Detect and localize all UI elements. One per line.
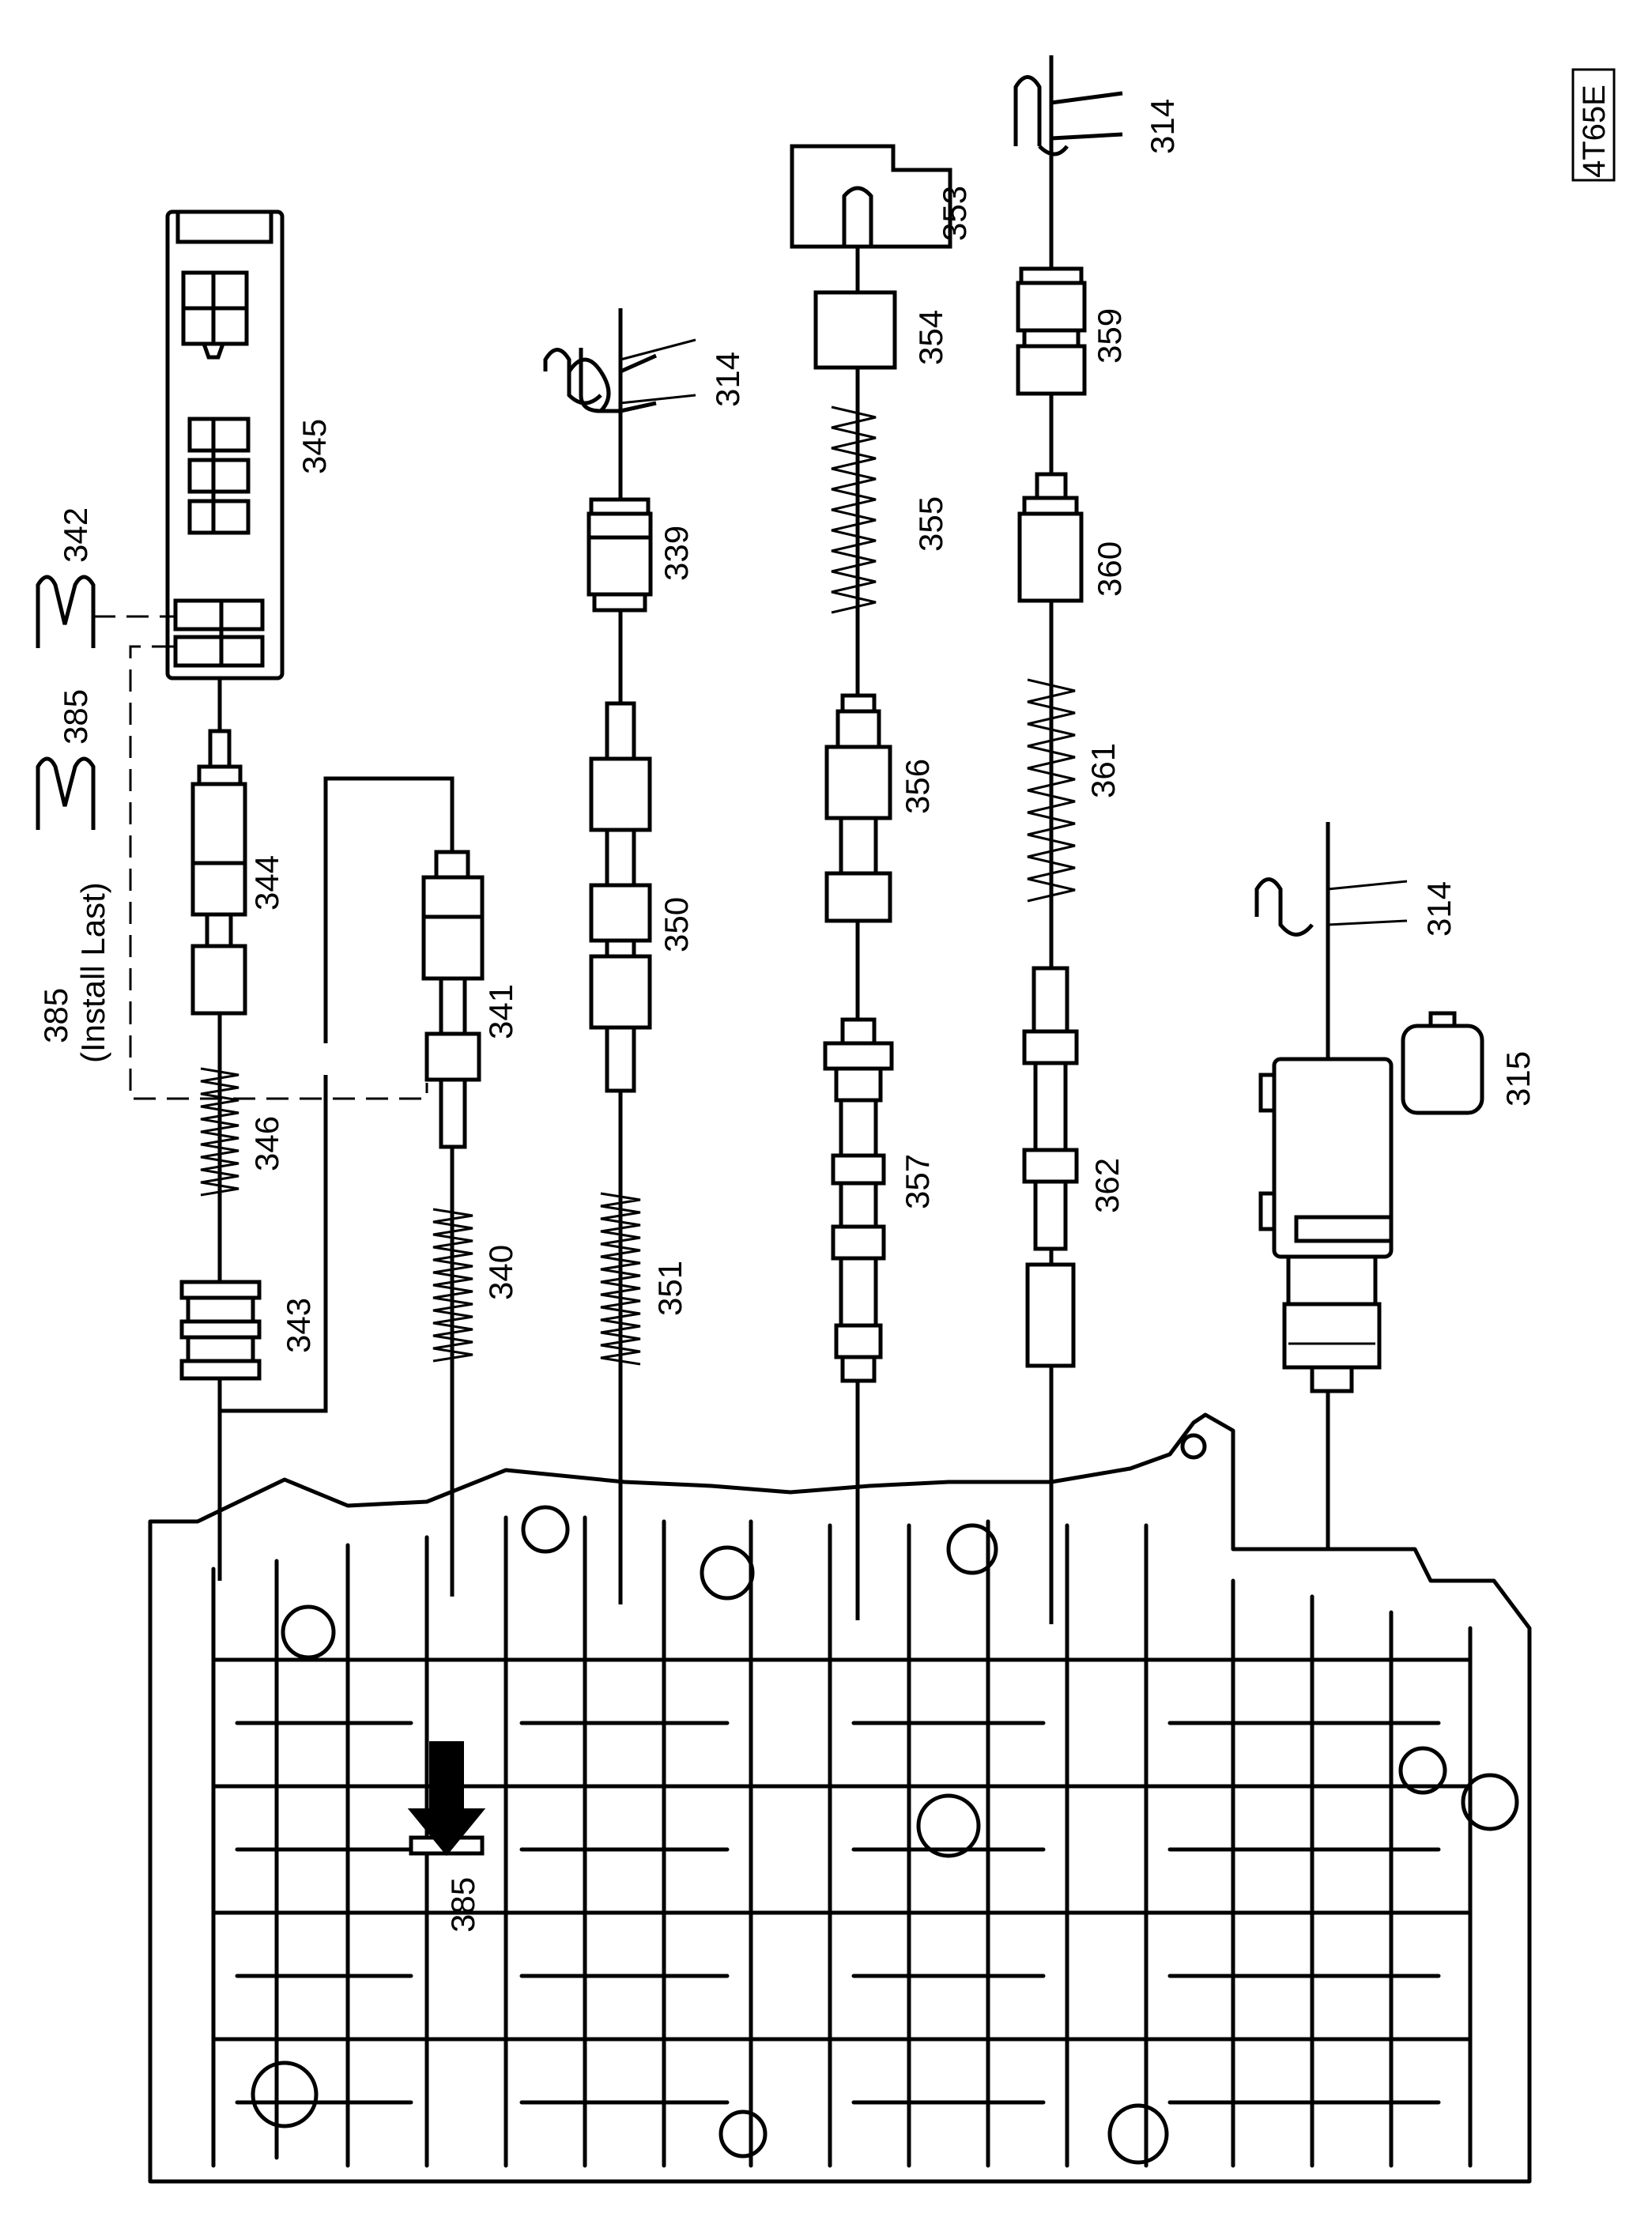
model-tag: 4T65E: [1571, 68, 1616, 182]
label-360: 360: [1091, 541, 1128, 597]
label-342: 342: [57, 507, 94, 563]
valve-assembly-341: [421, 850, 485, 1597]
clip-385-top: [36, 645, 428, 1100]
valve-assembly-362: [1013, 55, 1123, 1624]
spring-361: [1027, 678, 1076, 903]
label-359: 359: [1091, 308, 1128, 364]
label-343: 343: [280, 1298, 317, 1353]
spring-346: [200, 1067, 240, 1197]
label-314-b: 314: [1144, 99, 1181, 154]
label-350: 350: [658, 897, 695, 952]
label-351: 351: [651, 1261, 688, 1316]
clip-314-a: [543, 338, 696, 405]
label-340: 340: [482, 1245, 519, 1300]
spring-355: [831, 405, 877, 614]
valve-assembly-345: [165, 209, 454, 1581]
label-385-left: 385: [37, 988, 74, 1043]
solenoid-315: [1258, 1011, 1484, 1393]
label-361: 361: [1084, 743, 1122, 798]
spring-340: [432, 1208, 473, 1363]
label-356: 356: [899, 759, 936, 814]
label-315: 315: [1499, 1051, 1537, 1107]
valve-assembly-350: [567, 308, 658, 1604]
label-385-top: 385: [57, 689, 94, 745]
label-345: 345: [296, 419, 333, 474]
spring-351: [600, 1192, 641, 1366]
label-354: 354: [912, 310, 949, 365]
label-362: 362: [1088, 1158, 1126, 1213]
label-357: 357: [899, 1154, 936, 1209]
valve-assembly-357: [790, 144, 952, 1620]
model-tag-text: 4T65E: [1577, 85, 1612, 178]
label-install-last: (Install Last): [74, 882, 111, 1063]
valve-body-casting: [148, 1412, 1532, 2184]
clip-342: [36, 575, 174, 648]
label-353: 353: [936, 186, 973, 241]
label-355: 355: [912, 496, 949, 552]
part-labels: 342 385 385 (Install Last) 345 344 346 3…: [37, 99, 1537, 1932]
label-314-c: 314: [1420, 881, 1458, 937]
label-346: 346: [248, 1116, 285, 1171]
label-339: 339: [658, 526, 695, 581]
clip-385-install: [407, 1741, 486, 1857]
label-314-a: 314: [709, 352, 746, 407]
label-341: 341: [482, 984, 519, 1039]
label-385-body: 385: [444, 1877, 481, 1932]
label-344: 344: [248, 855, 285, 911]
